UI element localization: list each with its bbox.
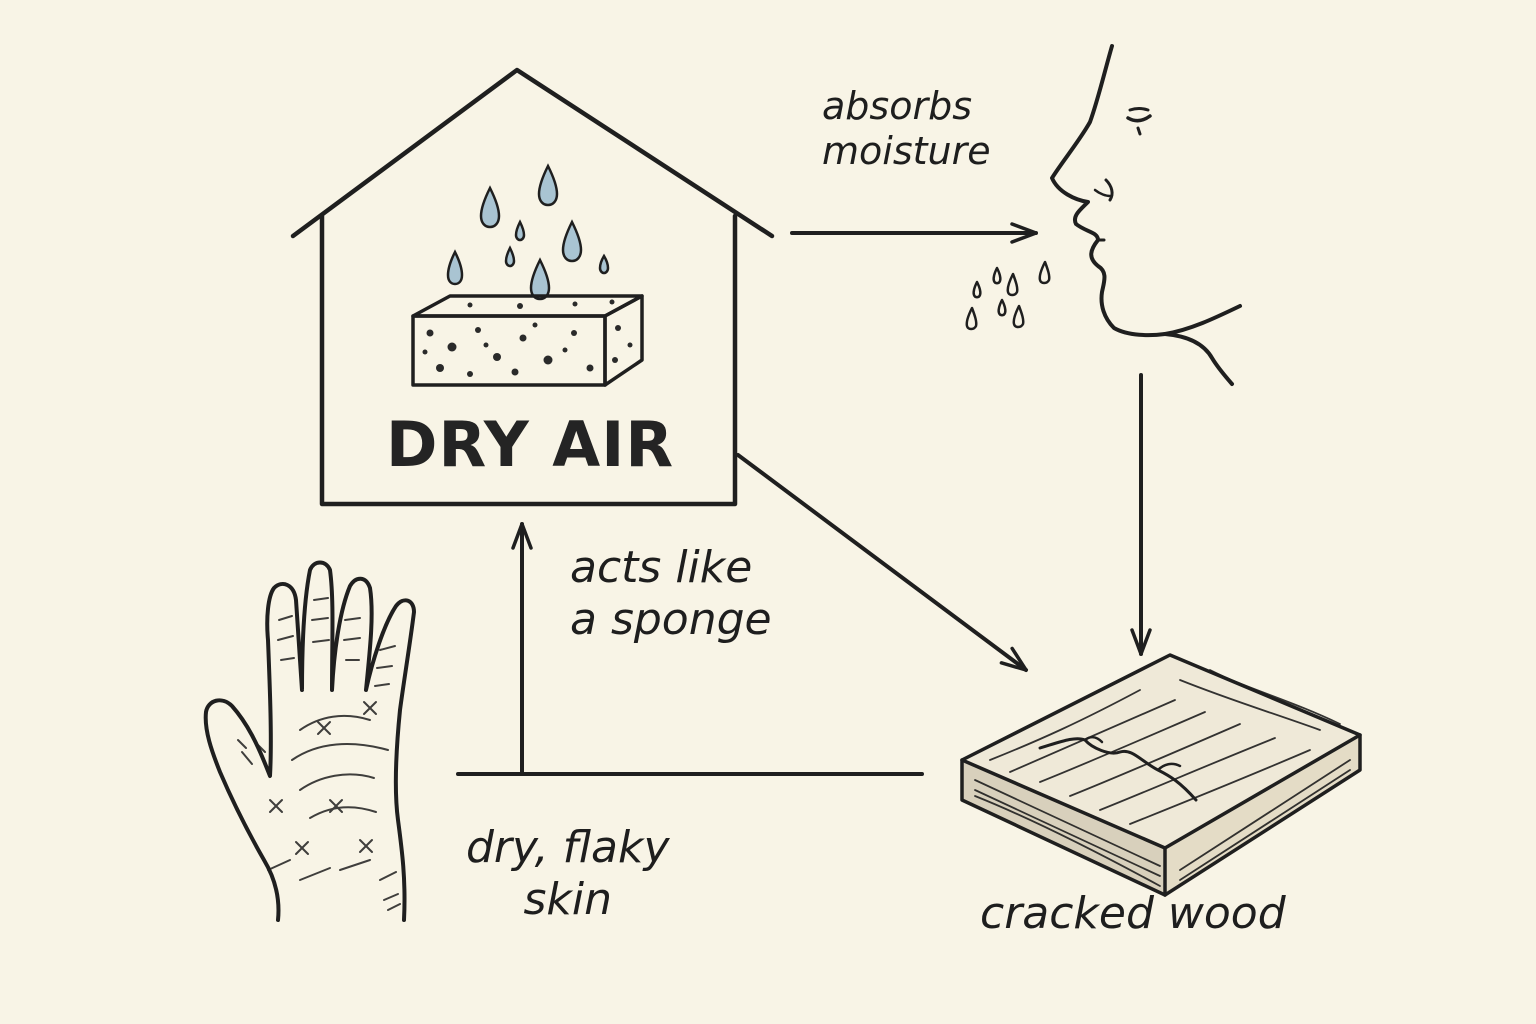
edge-label-absorbs-line1: absorbs (822, 84, 972, 128)
node-label-skin-line2: skin (523, 873, 613, 925)
drop (1038, 260, 1051, 285)
edge-label-sponge: acts like a sponge (570, 542, 772, 646)
drop (1006, 272, 1019, 297)
drop (598, 253, 610, 275)
wood-icon (960, 653, 1362, 897)
water-drops (446, 163, 610, 301)
house-label: DRY AIR (386, 408, 675, 481)
arrow-house-to-wood (736, 453, 1028, 672)
drop (965, 306, 978, 331)
edge-label-absorbs-line2: moisture (822, 128, 991, 173)
drop (992, 266, 1002, 285)
drop (997, 298, 1007, 317)
edge-label-sponge-line2: a sponge (570, 593, 772, 645)
drop (1012, 304, 1025, 329)
node-label-skin: dry, flaky skin (466, 822, 670, 926)
sponge (411, 294, 644, 387)
mouth-drops (965, 260, 1051, 331)
drop (479, 185, 501, 229)
hand-icon (203, 560, 416, 922)
drop (972, 280, 982, 299)
edge-label-sponge-line1: acts like (570, 542, 753, 593)
drop (537, 163, 559, 207)
drop (514, 219, 526, 242)
node-label-wood: cracked wood (980, 888, 1286, 939)
face-icon (1050, 44, 1242, 386)
drop (529, 257, 551, 301)
connectors (456, 222, 1152, 776)
node-label-skin-line1: dry, flaky (466, 822, 670, 873)
drop (504, 245, 516, 268)
drop (446, 249, 464, 286)
house (290, 67, 775, 507)
drop (561, 219, 583, 263)
edge-label-absorbs: absorbs moisture (822, 84, 991, 174)
